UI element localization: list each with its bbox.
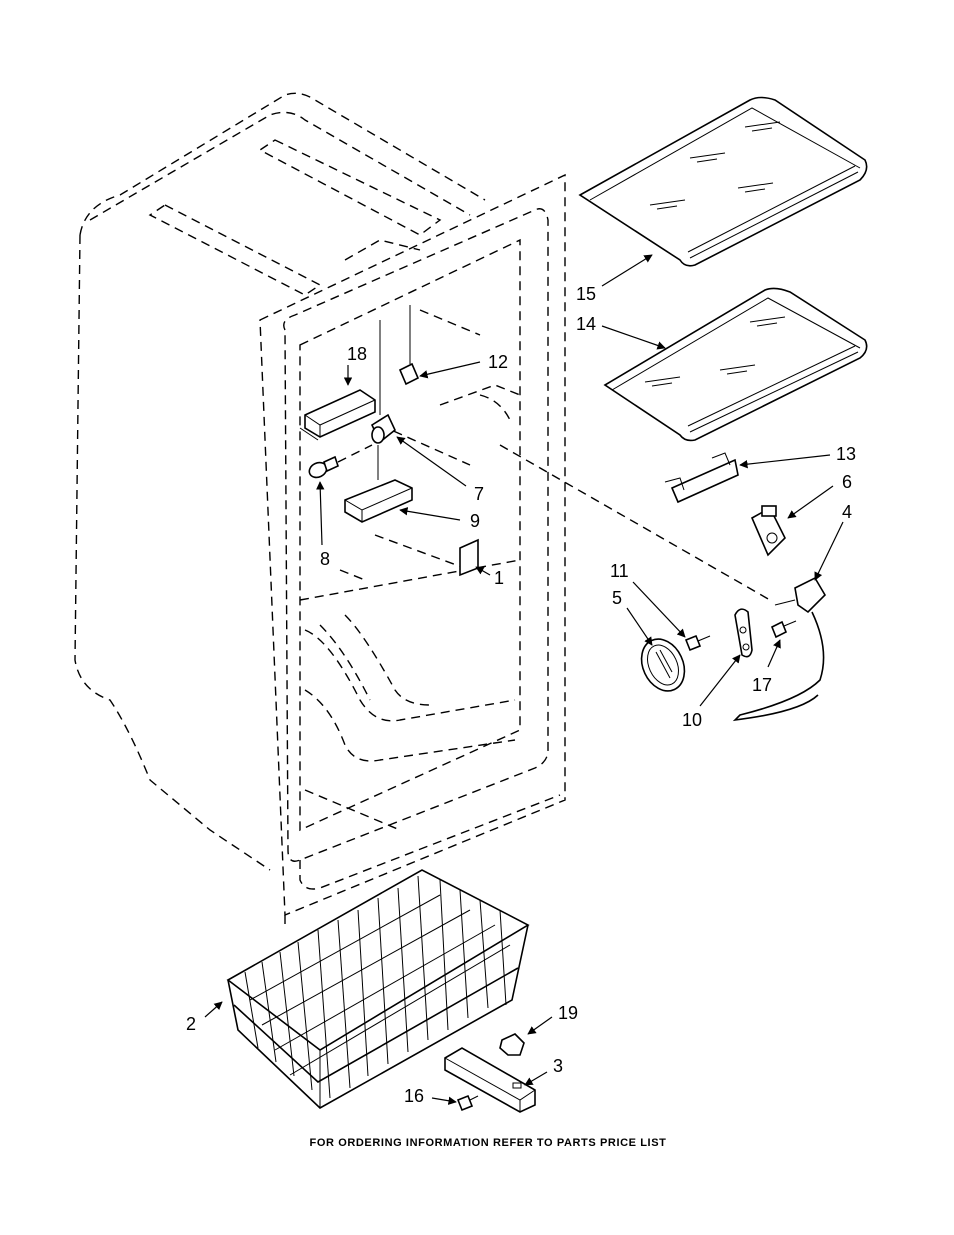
callout-16: 16 xyxy=(404,1086,424,1106)
wire-clip xyxy=(398,305,420,386)
control-bracket xyxy=(734,608,753,658)
screw-16 xyxy=(456,1094,479,1112)
screw-17 xyxy=(770,620,797,639)
callout-7: 7 xyxy=(474,484,484,504)
shelf-top xyxy=(578,96,868,267)
callout-labels: 15 14 13 6 4 11 5 17 10 12 18 7 8 9 1 2 … xyxy=(186,284,856,1106)
light-shield xyxy=(344,479,413,523)
basket-slide xyxy=(499,1033,525,1056)
wire-basket xyxy=(226,869,530,1109)
callout-5: 5 xyxy=(612,588,622,608)
callout-17: 17 xyxy=(752,675,772,695)
shelf-bracket xyxy=(664,452,739,504)
callout-9: 9 xyxy=(470,511,480,531)
light-socket xyxy=(370,320,396,480)
callout-14: 14 xyxy=(576,314,596,334)
callout-4: 4 xyxy=(842,502,852,522)
callout-15: 15 xyxy=(576,284,596,304)
callout-6: 6 xyxy=(842,472,852,492)
callout-11: 11 xyxy=(610,561,629,581)
footer-note: FOR ORDERING INFORMATION REFER TO PARTS … xyxy=(310,1137,667,1149)
callout-18: 18 xyxy=(347,344,367,364)
shelf-lower xyxy=(603,287,868,442)
basket-rail xyxy=(444,1047,536,1113)
callout-1: 1 xyxy=(494,568,504,588)
thermostat-switch xyxy=(750,505,786,557)
cabinet-outline xyxy=(74,92,566,930)
callout-8: 8 xyxy=(320,549,330,569)
leader-lines xyxy=(204,254,844,1105)
light-bulb xyxy=(308,444,373,479)
callout-10: 10 xyxy=(682,710,702,730)
control-wire-path xyxy=(499,444,771,601)
callout-3: 3 xyxy=(553,1056,563,1076)
callout-12: 12 xyxy=(488,352,508,372)
rating-label xyxy=(459,538,479,577)
cold-control xyxy=(732,576,827,722)
callout-19: 19 xyxy=(558,1003,578,1023)
callout-2: 2 xyxy=(186,1014,196,1034)
callout-13: 13 xyxy=(836,444,856,464)
light-housing xyxy=(299,389,376,441)
screw-11 xyxy=(684,634,711,652)
control-knob xyxy=(640,638,686,692)
